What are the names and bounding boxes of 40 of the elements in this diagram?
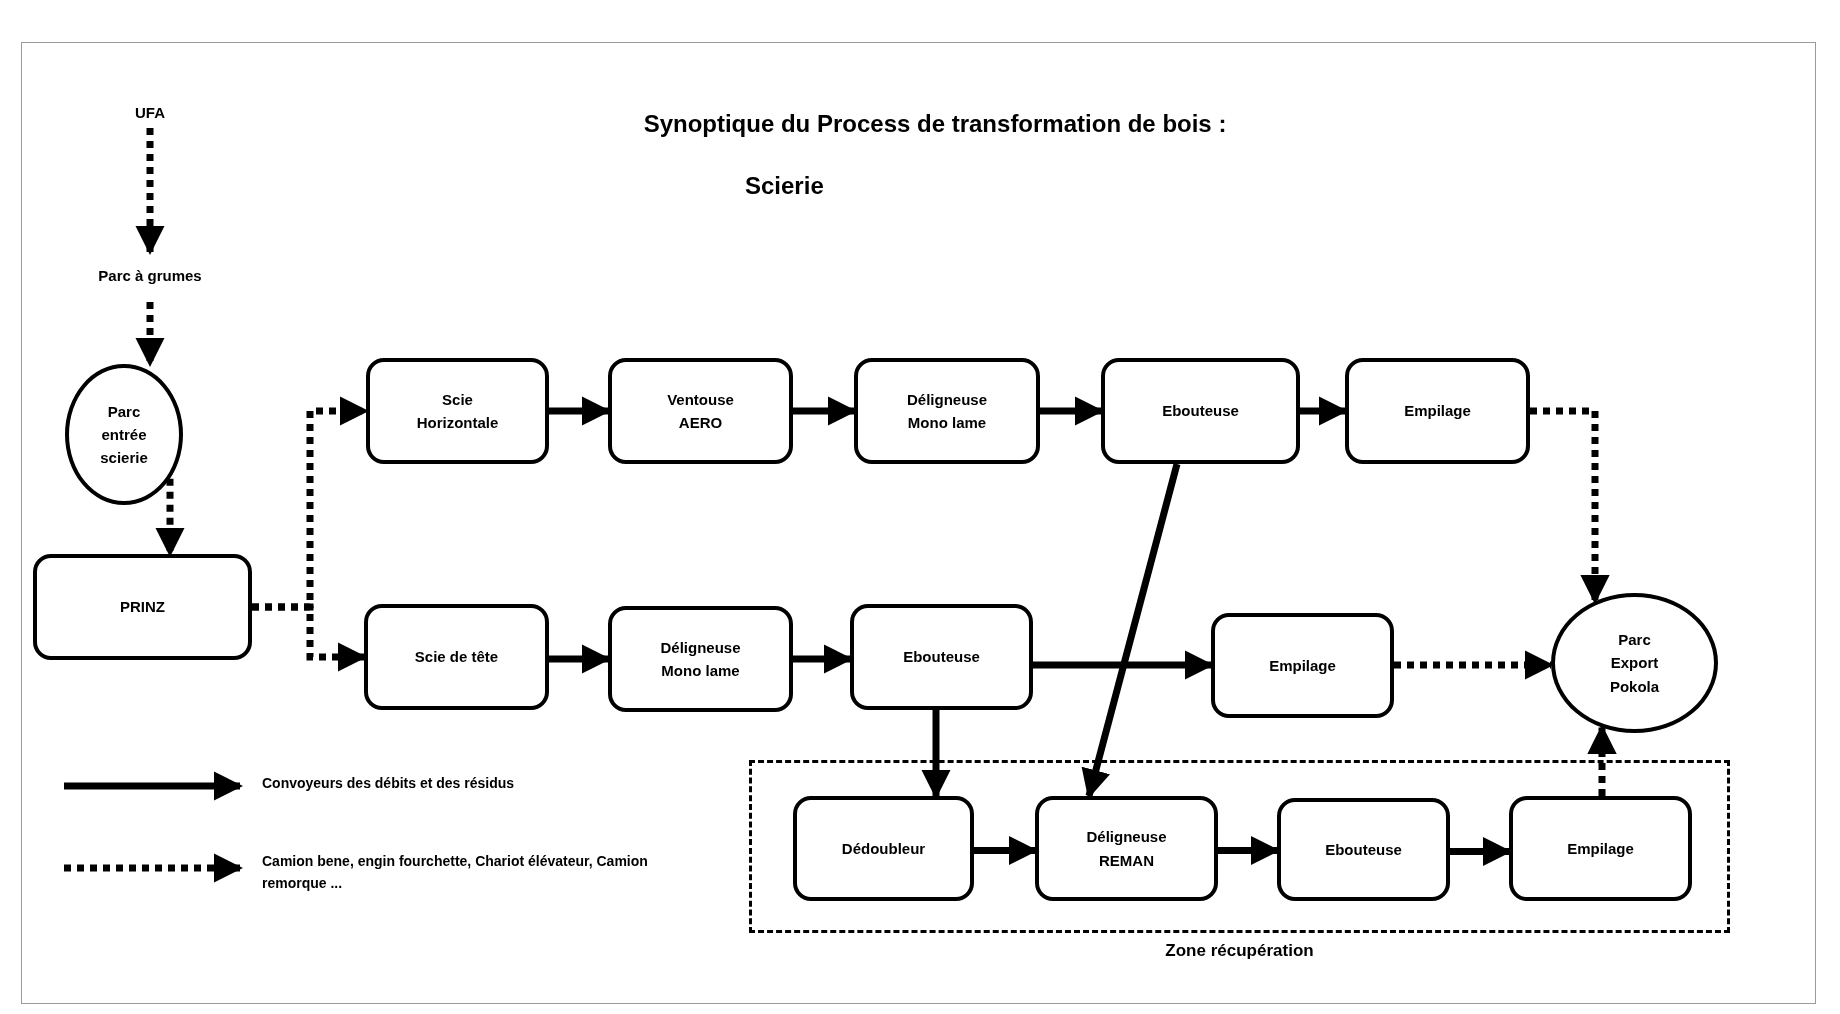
- node-label: Ebouteuse: [1162, 401, 1239, 422]
- node-label: Dédoubleur: [841, 838, 926, 859]
- legend-text: Camion bene, engin fourchette, Chariot élévateur, Camion remorque ...: [262, 852, 649, 894]
- node-label: Empilage: [1404, 401, 1471, 422]
- flow-arrow: [921, 710, 951, 799]
- process-box: [793, 796, 974, 901]
- process-box: [1035, 796, 1218, 901]
- process-box: [608, 606, 793, 712]
- zone-heading: Zone récupération: [1164, 940, 1315, 962]
- station-label: Parc à grumes: [95, 252, 205, 300]
- process-box: [1509, 796, 1692, 901]
- process-box: [1211, 613, 1394, 718]
- node-label: Scie de tête: [414, 647, 499, 668]
- process-box: [850, 604, 1033, 710]
- node-label: Empilage: [1567, 838, 1634, 859]
- process-box: [1277, 798, 1450, 901]
- node-label: Ebouteuse: [1325, 839, 1402, 860]
- node-label: PRINZ: [120, 597, 165, 618]
- node-label: Scie Horizontale: [415, 389, 500, 433]
- node-label: Parc entrée scierie: [99, 401, 149, 469]
- node-label: Empilage: [1269, 655, 1336, 676]
- diagram-title: Synoptique du Process de transformation de bois :: [642, 109, 1228, 139]
- station-label: UFA: [110, 100, 190, 126]
- node-label: Parc Export Pokola: [1608, 630, 1661, 697]
- flow-arrow: [1081, 463, 1181, 799]
- node-label: Déligneuse REMAN: [1085, 827, 1168, 871]
- process-box: [854, 358, 1040, 464]
- node-label: Déligneuse Mono lame: [659, 637, 742, 681]
- node-label: Ebouteuse: [903, 647, 980, 668]
- subtitle: Scierie: [745, 171, 824, 201]
- process-box: [33, 554, 252, 660]
- node-label: Ventouse AERO: [666, 389, 735, 433]
- flow-arrow: [155, 478, 185, 557]
- legend-text: Convoyeurs des débits et des résidus: [262, 774, 516, 793]
- process-box: [1345, 358, 1530, 464]
- process-box: [608, 358, 793, 464]
- node-label: Déligneuse Mono lame: [906, 389, 988, 433]
- process-box: [364, 604, 549, 710]
- process-box: [1101, 358, 1300, 464]
- process-box: [366, 358, 549, 464]
